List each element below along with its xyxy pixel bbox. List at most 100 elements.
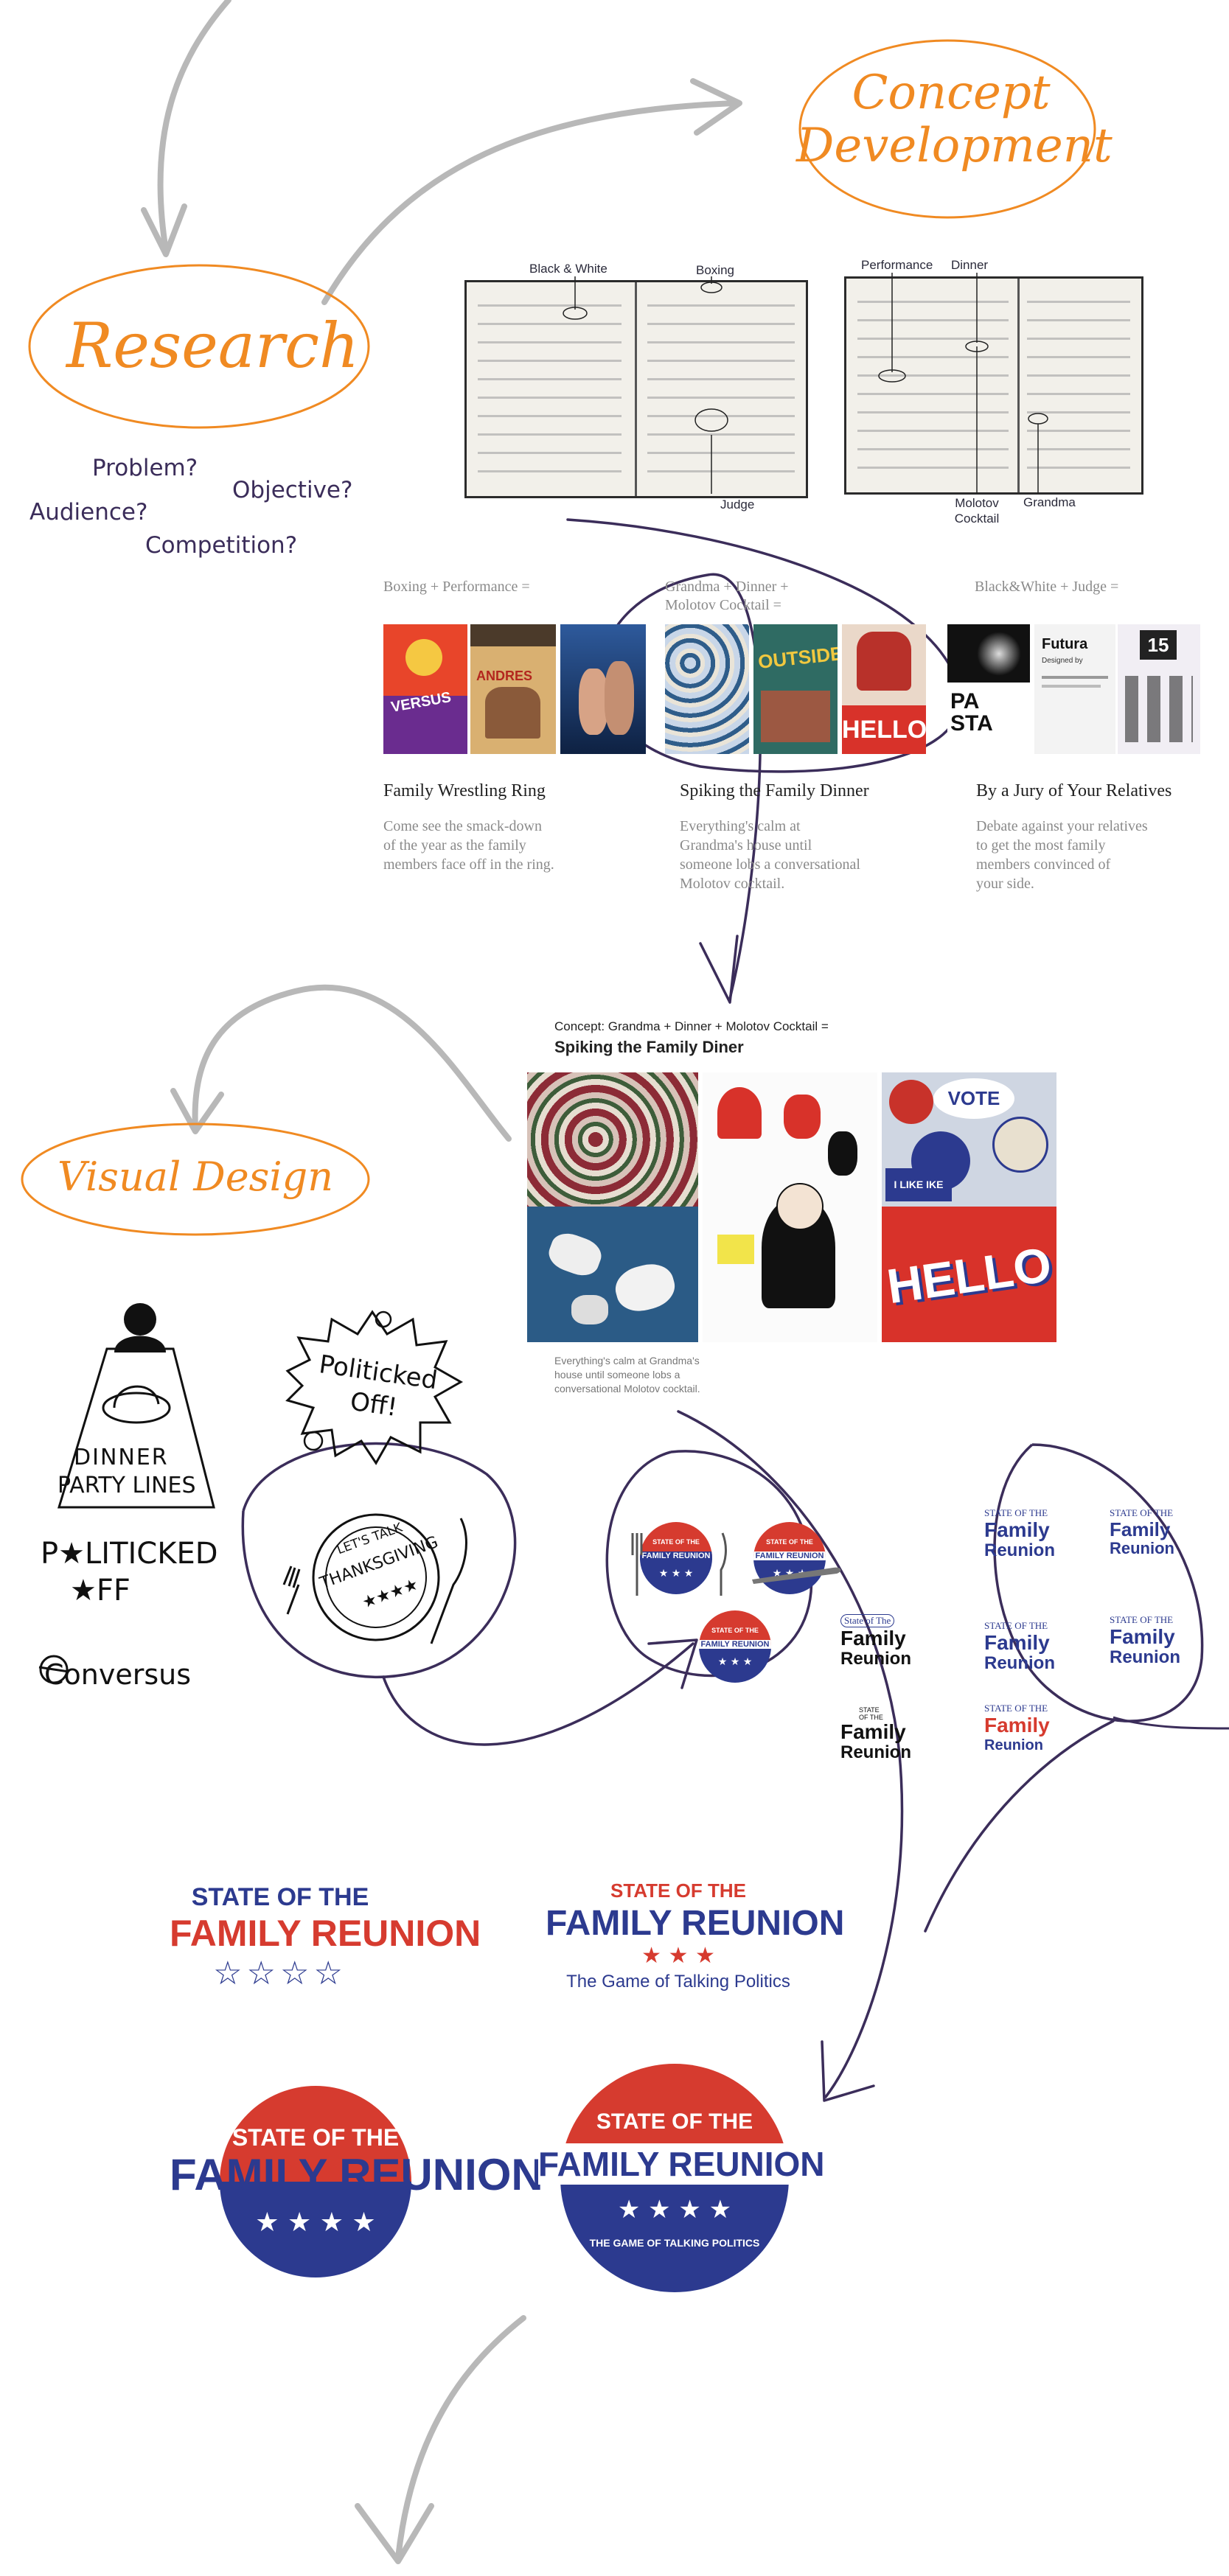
sketch-conversus: Conversus xyxy=(44,1658,192,1691)
concept-desc-2-line: Everything's calm at xyxy=(680,818,801,834)
thumb-wrestling-poster: ANDRES xyxy=(470,624,556,754)
thumb-futura-book: Futura Designed by xyxy=(1034,624,1115,754)
right-logo-3: STATE OF THE Family Reunion xyxy=(984,1620,1080,1673)
gray-arrowhead-top xyxy=(141,203,187,257)
small-badge-3: STATE OF THE FAMILY REUNION ★ ★ ★ xyxy=(699,1610,771,1683)
notebook-label-molotov: Molotov Cocktail xyxy=(954,496,1000,526)
concept-title-2: Spiking the Family Dinner xyxy=(680,781,869,800)
right-logo-5-reunion: Reunion xyxy=(984,1737,1043,1753)
research-ellipse xyxy=(28,264,370,429)
thumb-chair-hello: HELLO xyxy=(842,624,926,754)
research-title: Research xyxy=(66,310,360,382)
sketch-politicked-text-1: P★LITICKED xyxy=(41,1537,218,1571)
final-badge-left-state: STATE OF THE xyxy=(231,2124,400,2151)
right-logo-3-reunion: Reunion xyxy=(984,1653,1055,1673)
gray-arrow-research-concept xyxy=(321,100,740,305)
notebook-label-dinner: Dinner xyxy=(951,258,989,272)
mini-wordmark-1-reunion: Reunion xyxy=(840,1649,911,1669)
concept-formula-1: Boxing + Performance = xyxy=(383,579,530,595)
notebook-right xyxy=(844,276,1143,495)
concept-formula-2b: Molotov Cocktail = xyxy=(665,597,781,613)
mini-wordmark-1-state: State of The xyxy=(840,1614,895,1627)
right-logo-2: STATE OF THE Family Reunion xyxy=(1110,1507,1205,1557)
notebook-label-grandma: Grandma xyxy=(1023,495,1076,509)
concept-desc-3-line: members convinced of xyxy=(976,856,1111,873)
purple-loop-right xyxy=(993,1443,1204,1722)
final-wordmark-left-state: STATE OF THE xyxy=(191,1883,369,1911)
purple-arrowhead-moodboard xyxy=(699,935,739,1004)
final-wordmark-right-state: STATE OF THE xyxy=(610,1879,746,1902)
thumb-outside-poster: OUTSIDE xyxy=(753,624,838,754)
gray-arrowhead-bottom xyxy=(355,2503,434,2564)
sketch-politicked-bubble xyxy=(285,1310,464,1465)
right-logo-1: STATE OF THE Family Reunion xyxy=(984,1507,1080,1560)
moodboard-caption-line: conversational Molotov cocktail. xyxy=(554,1383,700,1395)
moodboard-caption-line: house until someone lobs a xyxy=(554,1369,680,1381)
small-badge-2-knife xyxy=(752,1567,841,1584)
mini-wordmark-2: STATE OF THE Family Reunion xyxy=(840,1706,929,1762)
moodboard-caption-line: Everything's calm at Grandma's xyxy=(554,1355,700,1366)
mood-illustration xyxy=(703,1072,877,1342)
right-logo-1-state: STATE OF THE xyxy=(984,1507,1048,1518)
moodboard-pre-label: Concept: Grandma + Dinner + Molotov Cock… xyxy=(554,1019,829,1033)
concept-development-title: Concept Development xyxy=(796,66,1113,173)
concept-desc-2-line: Grandma's house until xyxy=(680,837,812,854)
sketch-dinner-label-1: DINNER xyxy=(74,1445,169,1470)
mood-campaign-buttons: VOTE I LIKE IKE xyxy=(882,1072,1056,1207)
right-logo-1-family: Family xyxy=(984,1518,1050,1541)
mood-floral-sofa xyxy=(527,1072,698,1207)
concept-title-3: By a Jury of Your Relatives xyxy=(976,781,1172,800)
research-question-problem: Problem? xyxy=(92,455,198,481)
concept-desc-3: Debate against your relatives to get the… xyxy=(976,817,1148,893)
sketch-dinner-party-table xyxy=(57,1303,215,1509)
purple-line-long xyxy=(677,1410,904,2098)
purple-arrowhead-final xyxy=(821,2040,875,2102)
concept-desc-1-line: Come see the smack-down xyxy=(383,818,542,834)
notebook-label-boxing: Boxing xyxy=(696,263,734,277)
concept-desc-2-line: Molotov cocktail. xyxy=(680,876,785,892)
sketch-conversus-icon xyxy=(38,1655,69,1684)
moodboard-title: Spiking the Family Diner xyxy=(554,1038,744,1056)
right-logo-5: STATE OF THE Family Reunion xyxy=(984,1703,1087,1754)
thumb-floral-china xyxy=(665,624,749,754)
right-logo-5-family: Family xyxy=(984,1714,1050,1736)
final-wordmark-right-family: FAMILY REUNION xyxy=(546,1904,845,1943)
gray-arrow-top xyxy=(157,0,231,254)
concept-desc-1-line: members face off in the ring. xyxy=(383,856,554,873)
final-badge-left-family: FAMILY REUNION xyxy=(170,2150,543,2199)
concept-ellipse xyxy=(798,39,1096,219)
gray-arrowhead-concept xyxy=(690,78,742,136)
sketch-politicked-text-2: ★FF xyxy=(70,1574,130,1608)
final-wordmark-left-family: FAMILY REUNION xyxy=(170,1913,481,1954)
final-wordmark-left-stars: ☆☆☆☆ xyxy=(213,1955,347,1992)
right-logo-2-state: STATE OF THE xyxy=(1110,1507,1174,1518)
concept-desc-3-line: your side. xyxy=(976,876,1034,892)
research-question-objective: Objective? xyxy=(232,477,353,503)
gray-arrow-bottom xyxy=(395,2315,526,2561)
final-badge-right-state: STATE OF THE xyxy=(596,2109,753,2134)
concept-desc-3-line: to get the most family xyxy=(976,837,1106,854)
sketch-thanksgiving-plate xyxy=(282,1513,467,1644)
purple-line-right-tail xyxy=(1113,1716,1229,1730)
mini-wordmark-1: State of The Family Reunion xyxy=(840,1613,929,1669)
final-badge-right-band xyxy=(538,2143,811,2185)
concept-formula-2a: Grandma + Dinner + xyxy=(665,579,789,595)
gray-arrowhead-visual xyxy=(170,1088,224,1134)
notebook-left xyxy=(464,280,808,498)
final-badge-left xyxy=(220,2086,411,2277)
concept-formula-3: Black&White + Judge = xyxy=(975,579,1119,595)
final-badge-right-family: FAMILY REUNION xyxy=(538,2145,825,2183)
final-wordmark-right: STATE OF THE FAMILY REUNION ★ ★ ★ The Ga… xyxy=(546,1879,845,1992)
final-wordmark-right-stars: ★ ★ ★ xyxy=(641,1943,715,1969)
final-badge-left-stars: ★ ★ ★ ★ xyxy=(255,2207,376,2238)
right-logo-4: STATE OF THE Family Reunion xyxy=(1110,1614,1205,1667)
purple-arrow-plate-badges xyxy=(382,1642,694,1746)
moodboard-caption: Everything's calm at Grandma's house unt… xyxy=(554,1354,700,1396)
mood-broken-china xyxy=(527,1207,698,1342)
right-logo-2-reunion: Reunion xyxy=(1110,1539,1174,1557)
notebook-label-judge: Judge xyxy=(720,498,755,512)
final-badge-right-tagline: THE GAME OF TALKING POLITICS xyxy=(589,2237,760,2249)
concept-title-1: Family Wrestling Ring xyxy=(383,781,546,800)
visual-ellipse xyxy=(21,1123,370,1236)
